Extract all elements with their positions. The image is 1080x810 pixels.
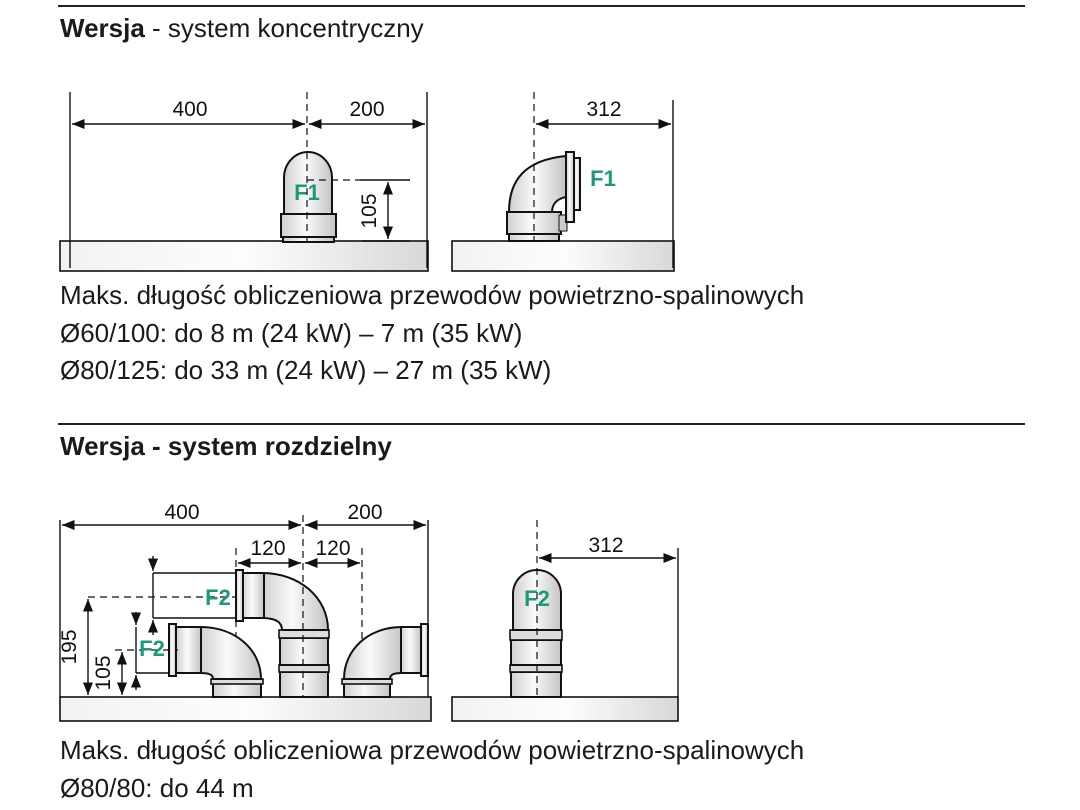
- section-divider-top: [58, 5, 1025, 7]
- elbow-fitting: [261, 571, 330, 631]
- separate-system-diagram: 400 200 120 120 195 105: [58, 501, 432, 722]
- elbow-fitting: [199, 625, 263, 680]
- description-line: Maks. długość obliczeniowa przewodów pow…: [60, 735, 805, 765]
- boiler-top: [59, 240, 429, 272]
- section2-heading: Wersja - system rozdzielny: [60, 431, 392, 461]
- description-line: Ø80/80: do 44 m: [60, 772, 254, 803]
- description-line: Ø60/100: do 8 m (24 kW) – 7 m (35 kW): [60, 317, 523, 348]
- fitting-label: F2: [139, 636, 165, 661]
- description-line: Ø80/125: do 33 m (24 kW) – 27 m (35 kW): [60, 355, 552, 385]
- terminal-cap: [283, 151, 333, 215]
- dimension-label: 195: [58, 629, 81, 664]
- section2-description: Maks. długość obliczeniowa przewodów pow…: [60, 732, 804, 807]
- dimension-label: 120: [315, 537, 350, 560]
- boiler-top: [59, 696, 432, 722]
- dimension-label: 400: [172, 98, 207, 121]
- separate-vertical-diagram: 312 F2: [451, 520, 679, 722]
- dimension-label: 105: [92, 655, 115, 690]
- section-divider-middle: [58, 423, 1025, 425]
- elbow-fitting: [507, 154, 567, 213]
- fitting-label: F1: [590, 166, 616, 191]
- dimension-label: 105: [358, 193, 381, 228]
- dimension-label: 120: [250, 537, 285, 560]
- dimension-label: 312: [586, 98, 621, 121]
- dimension-label: 200: [349, 98, 384, 121]
- boiler-top: [451, 240, 675, 272]
- section1-description: Maks. długość obliczeniowa przewodów pow…: [60, 277, 804, 390]
- dimension-label: 200: [347, 501, 382, 524]
- fitting-label: F1: [294, 180, 320, 205]
- fitting-label: F2: [205, 585, 231, 610]
- dimension-label: 312: [588, 534, 623, 557]
- dimension-label: 400: [164, 501, 199, 524]
- concentric-vertical-diagram: 400 200 105 F1: [59, 92, 429, 272]
- description-line: Maks. długość obliczeniowa przewodów pow…: [60, 280, 805, 310]
- terminal-cap: [512, 569, 562, 631]
- heading-rest: - system koncentryczny: [144, 13, 424, 43]
- elbow-fitting: [342, 625, 403, 680]
- heading-bold: Wersja: [60, 13, 145, 43]
- section1-heading: Wersja - system koncentryczny: [60, 13, 424, 43]
- fitting-label: F2: [524, 586, 550, 611]
- boiler-top: [451, 696, 679, 722]
- concentric-elbow-diagram: 312 F1: [451, 92, 675, 272]
